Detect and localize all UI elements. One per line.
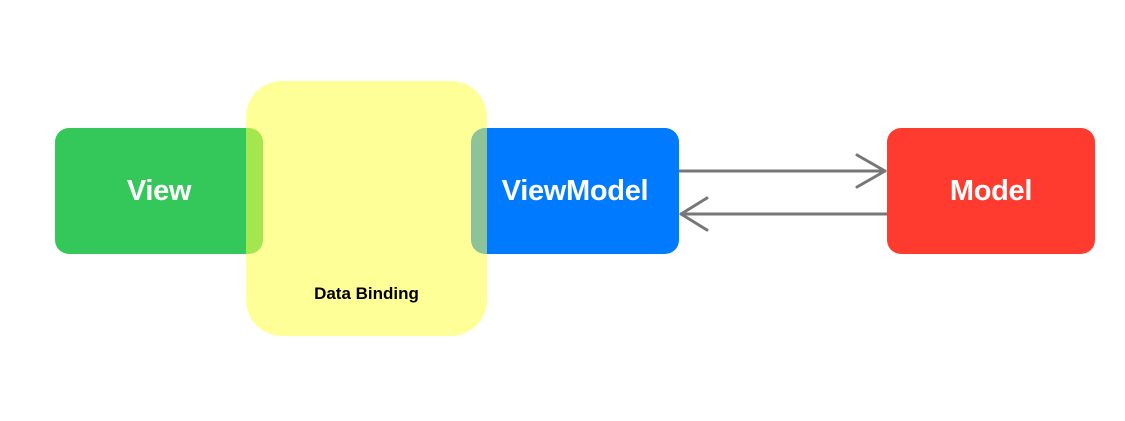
view-node-label: View bbox=[126, 174, 192, 207]
model-node: Model bbox=[887, 128, 1095, 254]
viewmodel-node: ViewModel bbox=[471, 128, 679, 254]
data-binding-label: Data Binding bbox=[314, 284, 419, 303]
arrow-viewmodel-to-model bbox=[677, 153, 887, 189]
view-node: View bbox=[55, 128, 263, 254]
model-node-label: Model bbox=[949, 174, 1033, 207]
viewmodel-node-label: ViewModel bbox=[501, 174, 649, 207]
data-binding-region bbox=[246, 81, 487, 336]
arrow-model-to-viewmodel bbox=[679, 196, 889, 232]
